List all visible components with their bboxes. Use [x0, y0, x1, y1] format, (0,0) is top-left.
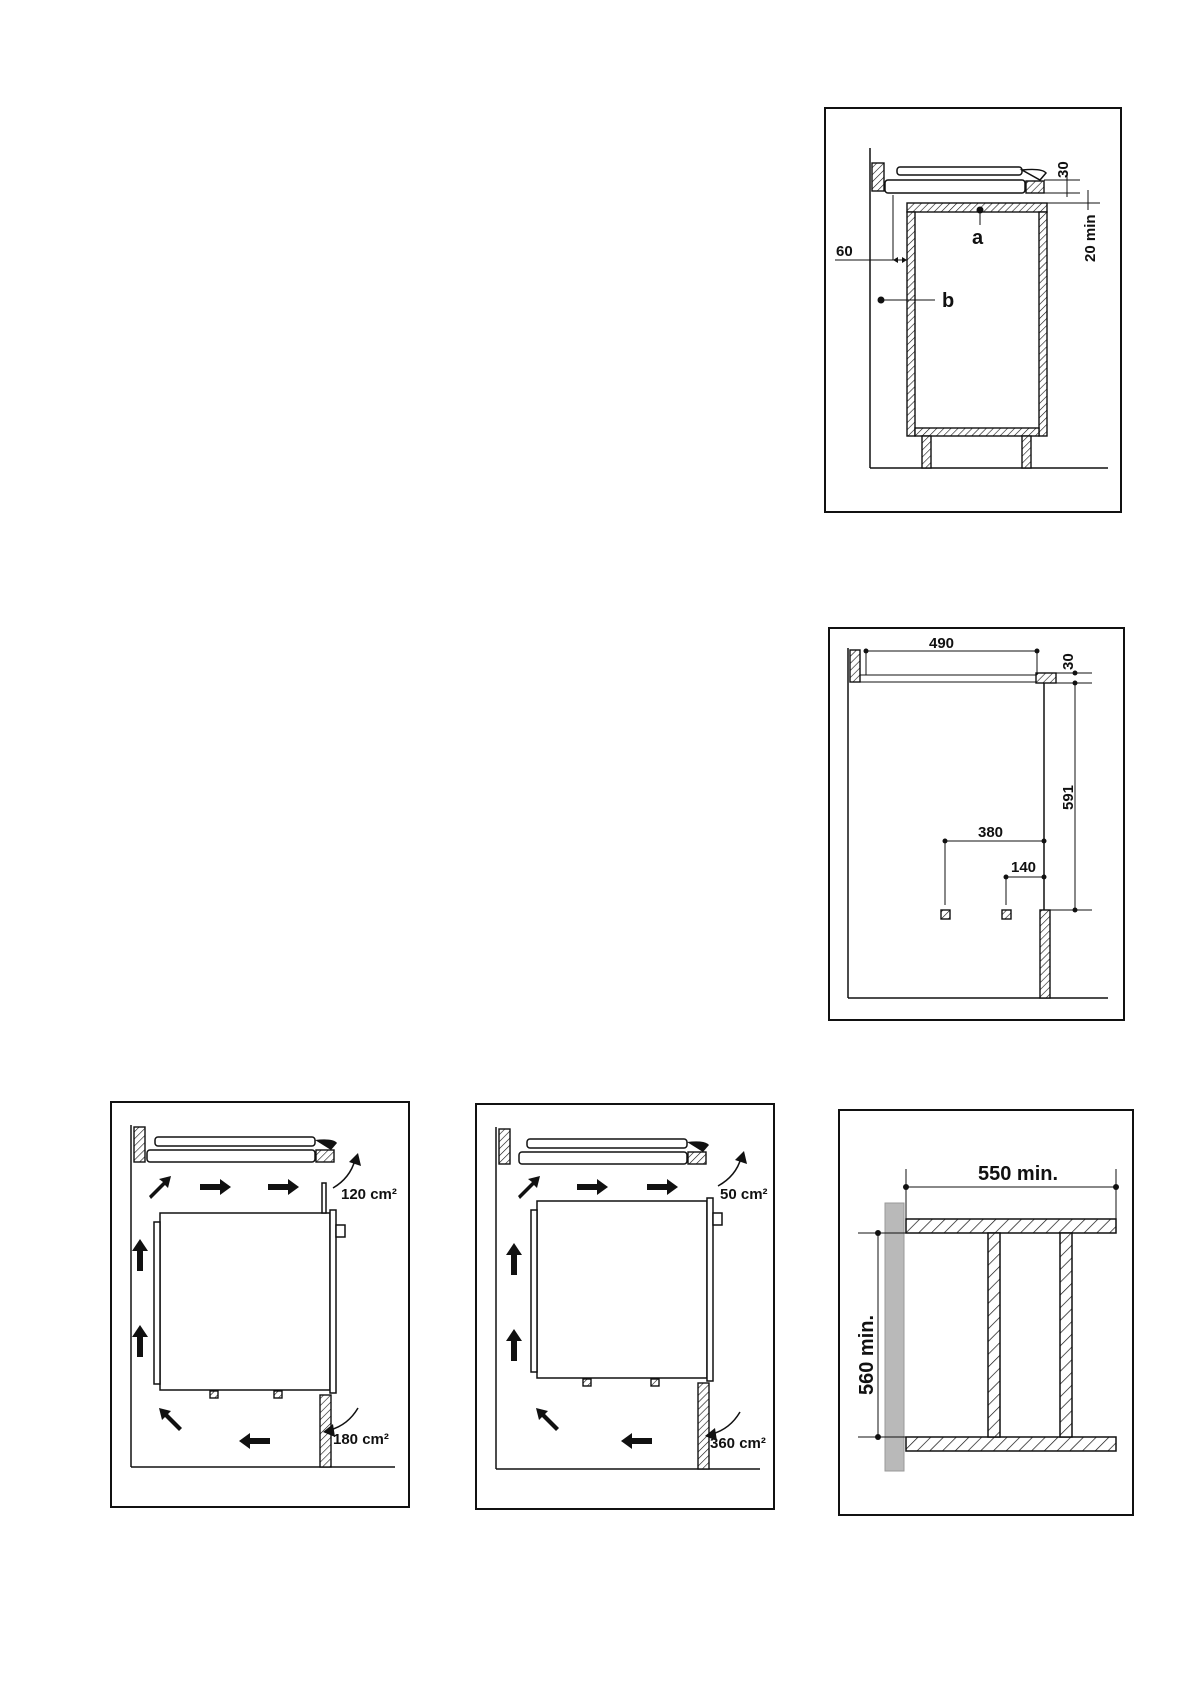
worktop-left: [849, 649, 861, 683]
figure-frame: [110, 1101, 410, 1508]
worktop-right: [1025, 180, 1045, 194]
airflow-arrow-icon: [577, 1179, 608, 1195]
airflow-arrow-icon: [506, 1329, 522, 1361]
cabinet-top-panel: [906, 202, 1048, 213]
vent-in-arrow-icon: [323, 1424, 335, 1437]
airflow-arrow-icon: [200, 1179, 231, 1195]
marker-b-label: b: [942, 290, 954, 312]
cabinet-side-panel: [697, 1382, 710, 1470]
airflow-arrow-icon: [647, 1179, 678, 1195]
vent-bottom-label: 360 cm²: [710, 1435, 766, 1452]
airflow-arrow-icon: [536, 1408, 559, 1431]
airflow-arrow-icon: [518, 1176, 540, 1199]
shelf-bottom: [905, 1436, 1117, 1452]
oven-door: [329, 1209, 337, 1394]
cabinet-side-panel: [1039, 909, 1051, 999]
dim-30-label: 30: [1060, 653, 1077, 670]
worktop-right: [1035, 672, 1057, 684]
dim-591-label: 591: [1060, 785, 1077, 810]
figure-frame: [475, 1103, 775, 1510]
airflow-arrow-icon: [132, 1325, 148, 1357]
vent-out-arrow-icon: [735, 1151, 747, 1164]
upright-left: [987, 1232, 1001, 1438]
support-block-left: [940, 909, 951, 920]
figure-ventilation-a: 120 cm² 180 cm²: [110, 1101, 410, 1508]
hob-top: [896, 166, 1023, 176]
worktop-right: [315, 1149, 335, 1163]
vent-top-label: 120 cm²: [341, 1186, 397, 1203]
vent-top-label: 50 cm²: [720, 1186, 768, 1203]
figure-cutout-dimensions: 490 30 591 380 140: [828, 627, 1125, 1021]
cabinet-bottom-panel: [914, 427, 1040, 437]
vent-in-arrow-icon: [705, 1428, 717, 1441]
figure-frame: [828, 627, 1125, 1021]
airflow-arrow-icon: [149, 1176, 171, 1199]
hob-knob: [1019, 168, 1047, 181]
airflow-arrow-icon: [506, 1243, 522, 1275]
dim-490-label: 490: [929, 635, 954, 652]
airflow-arrow-icon: [159, 1408, 182, 1431]
cabinet-leg-right: [1021, 435, 1032, 469]
figure-ventilation-b: 50 cm² 360 cm²: [475, 1103, 775, 1510]
figure-hob-cabinet-section: 30 20 min 60 a b: [824, 107, 1122, 513]
airflow-arrow-icon: [132, 1239, 148, 1271]
oven-door: [706, 1197, 714, 1382]
hob-body: [884, 179, 1026, 194]
hob-top: [526, 1138, 688, 1149]
support-block-right: [1001, 909, 1012, 920]
worktop-right: [687, 1151, 707, 1165]
airflow-arrow-icon: [268, 1179, 299, 1195]
dim-560-label: 560 min.: [856, 1315, 878, 1395]
side-wall: [884, 1202, 905, 1472]
dim-60-label: 60: [836, 243, 853, 260]
oven-body: [536, 1200, 708, 1379]
dim-550-label: 550 min.: [978, 1163, 1058, 1185]
hob-top: [154, 1136, 316, 1147]
worktop-left: [871, 162, 885, 192]
dim-140-label: 140: [1011, 859, 1036, 876]
airflow-arrow-icon: [239, 1433, 270, 1449]
cabinet-right-side: [1038, 211, 1048, 437]
cabinet-leg-left: [921, 435, 932, 469]
airflow-arrow-icon: [621, 1433, 652, 1449]
dim-20min-label: 20 min: [1082, 214, 1099, 262]
figure-shelf-clearance: 550 min. 560 min.: [838, 1109, 1134, 1516]
dim-380-label: 380: [978, 824, 1003, 841]
marker-a-label: a: [972, 227, 984, 249]
worktop-left: [133, 1126, 146, 1163]
hob-body: [146, 1149, 316, 1163]
dim-30-label: 30: [1055, 161, 1072, 178]
vent-out-arrow-icon: [349, 1153, 361, 1166]
hob-body: [518, 1151, 688, 1165]
shelf-top: [905, 1218, 1117, 1234]
vent-bottom-label: 180 cm²: [333, 1431, 389, 1448]
figure-frame: [838, 1109, 1134, 1516]
upright-right: [1059, 1232, 1073, 1438]
figure-frame: [824, 107, 1122, 513]
worktop-left: [498, 1128, 511, 1165]
cabinet-left-side: [906, 211, 916, 437]
oven-body: [159, 1212, 331, 1391]
